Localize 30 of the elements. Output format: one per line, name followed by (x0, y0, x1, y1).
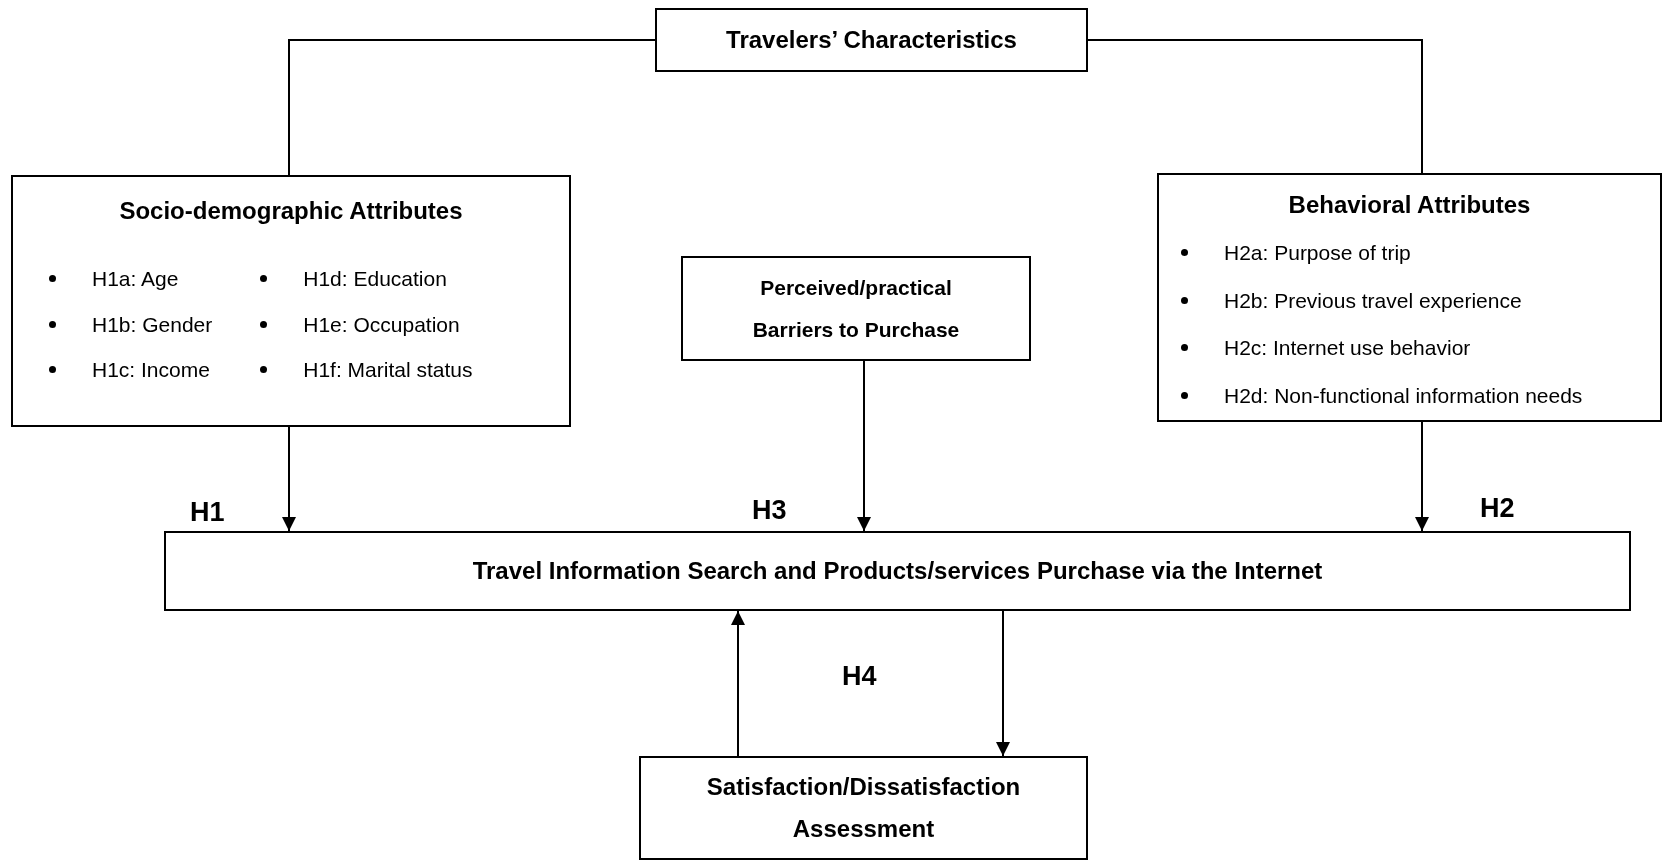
hypothesis-item: H2c: Internet use behavior (1224, 335, 1471, 361)
process-box (164, 531, 1631, 611)
box-label: Travel Information Search and Products/services Purchase via the Internet (472, 556, 1323, 586)
box-heading: Socio-demographic Attributes (119, 196, 463, 226)
box-heading: Behavioral Attributes (1288, 190, 1531, 220)
connector-line (288, 39, 656, 176)
arrow (731, 610, 745, 757)
arrow (282, 426, 296, 532)
box-label: Travelers’ Characteristics (726, 25, 1017, 55)
hypothesis-item: H1a: Age (92, 266, 179, 292)
hypothesis-item: H1b: Gender (92, 311, 213, 338)
hypothesis-item: H2d: Non-functional information needs (1224, 382, 1583, 409)
arrow (996, 610, 1010, 757)
process-box (655, 8, 1088, 72)
process-box (11, 175, 571, 427)
process-box (639, 756, 1088, 860)
process-box (681, 256, 1031, 361)
process-box (1157, 173, 1662, 422)
hypothesis-item: H2b: Previous travel experience (1224, 287, 1522, 314)
hypothesis-item: H1e: Occupation (303, 311, 460, 338)
arrow (1415, 421, 1429, 532)
connector-line (1087, 39, 1423, 174)
hypothesis-item: H1f: Marital status (303, 357, 473, 383)
hypothesis-label: H4 (842, 661, 877, 691)
box-label: Perceived/practical Barriers to Purchase (751, 274, 961, 343)
hypothesis-item: H2a: Purpose of trip (1224, 240, 1411, 266)
box-label: Satisfaction/Dissatisfaction Assessment (705, 772, 1022, 844)
arrow (857, 360, 871, 532)
hypothesis-item: H1c: Income (92, 357, 210, 383)
hypothesis-item: H1d: Education (303, 266, 447, 292)
